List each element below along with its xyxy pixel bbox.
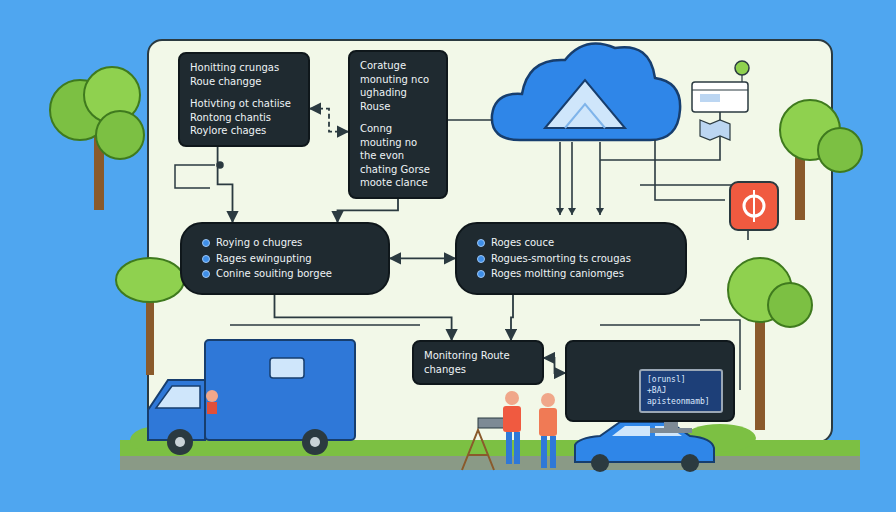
- bullet-dot: [202, 270, 210, 278]
- map-icon: [700, 120, 730, 140]
- browser-icon: [692, 61, 749, 112]
- tree: [116, 258, 184, 375]
- bullet-dot: [202, 255, 210, 263]
- cloud-icon: [492, 44, 680, 140]
- bullet-dot: [477, 270, 485, 278]
- node-text: Roying o chugres: [202, 236, 360, 250]
- connector-arrow: [338, 199, 399, 223]
- node-text: Rogues-smorting ts crougas: [477, 252, 657, 266]
- node-text: Conine souiting borgee: [202, 267, 360, 281]
- node-text: Hotivting ot chatiise Rontong chantis Ro…: [190, 97, 298, 138]
- connector-arrow: [218, 147, 233, 223]
- bullet-dot: [477, 239, 485, 247]
- monitor-screen: [orunsl]+BAJ apisteonmamb]: [639, 369, 723, 413]
- bullet-dot: [477, 255, 485, 263]
- connector-arrow: [511, 295, 513, 341]
- connector-arrow: [390, 257, 455, 259]
- bullet-dot: [202, 239, 210, 247]
- connector-arrow: [544, 358, 565, 373]
- process-box: Roying o chugresRages ewinguptingConine …: [180, 222, 390, 295]
- process-box: Honitting crungas Roue changgeHotivting …: [178, 52, 310, 147]
- connector-arrow: [310, 109, 348, 132]
- cloud-links: [440, 100, 748, 240]
- arrowheads: [556, 100, 724, 215]
- truck: [148, 340, 355, 455]
- node-text: Roges couce: [477, 236, 657, 250]
- tree: [780, 100, 862, 220]
- car: [575, 422, 714, 472]
- node-text: Honitting crungas Roue changge: [190, 61, 298, 88]
- process-box: Monitoring Route changes: [412, 340, 544, 385]
- tree: [50, 67, 144, 210]
- node-text: +BAJ apisteonmamb]: [647, 386, 715, 408]
- process-box: Coratuge monuting nco ughading RouseConn…: [348, 50, 448, 199]
- process-box: Roges couceRogues-smorting ts crougasRog…: [455, 222, 687, 295]
- node-text: Rages ewingupting: [202, 252, 360, 266]
- node-text: Roges moltting caniomges: [477, 267, 657, 281]
- connector-arrow: [275, 295, 452, 341]
- location-icon: [730, 182, 778, 230]
- node-text: [orunsl]: [647, 375, 715, 386]
- node-text: Conng mouting no the evon chating Gorse …: [360, 122, 436, 190]
- node-text: Monitoring Route changes: [424, 349, 532, 376]
- process-box: [orunsl]+BAJ apisteonmamb]: [565, 340, 735, 422]
- people: [462, 391, 557, 470]
- node-text: Coratuge monuting nco ughading Rouse: [360, 59, 436, 113]
- panel: [148, 40, 832, 442]
